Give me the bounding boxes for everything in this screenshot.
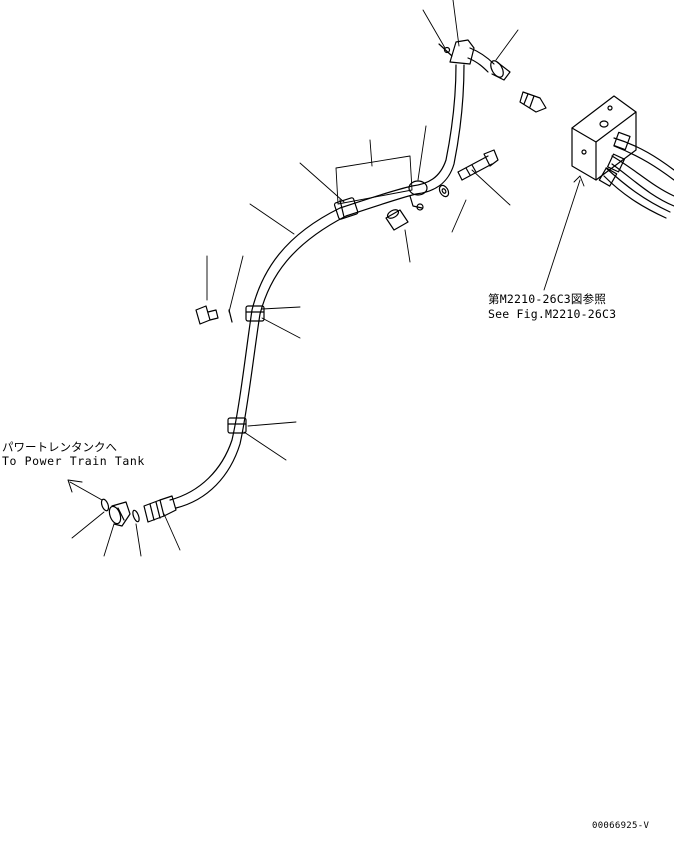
- flow-direction-arrow: [67, 479, 103, 501]
- drawing-number: 00066925-V: [592, 821, 650, 831]
- valve-outlet-hoses: [598, 131, 674, 219]
- long-bolt: [457, 149, 499, 181]
- hose-clamp-upper: [333, 197, 359, 220]
- hose-top-fitting: [438, 39, 511, 81]
- hose-end-fitting: [143, 495, 177, 523]
- hose-clamp-elbow: [408, 180, 428, 211]
- small-washer: [228, 309, 233, 323]
- reference-label-en: See Fig.M2210-26C3: [488, 307, 617, 321]
- small-bolt: [195, 305, 219, 325]
- main-hose: [169, 64, 465, 509]
- adapter-fitting: [519, 91, 547, 113]
- reference-label-jp: 第M2210-26C3図参照: [488, 292, 607, 306]
- retaining-ring: [132, 509, 140, 523]
- destination-label-en: To Power Train Tank: [2, 454, 145, 468]
- elbow-fitting: [108, 501, 131, 527]
- hose-clamp-middle: [245, 305, 265, 322]
- valve-block: [571, 95, 637, 181]
- o-ring: [100, 498, 110, 512]
- spacer: [385, 209, 409, 231]
- washer: [438, 184, 450, 198]
- destination-label-jp: パワートレンタンクへ: [2, 440, 117, 454]
- hose-clamp-lower: [227, 417, 247, 434]
- leader-lines: [71, 0, 585, 557]
